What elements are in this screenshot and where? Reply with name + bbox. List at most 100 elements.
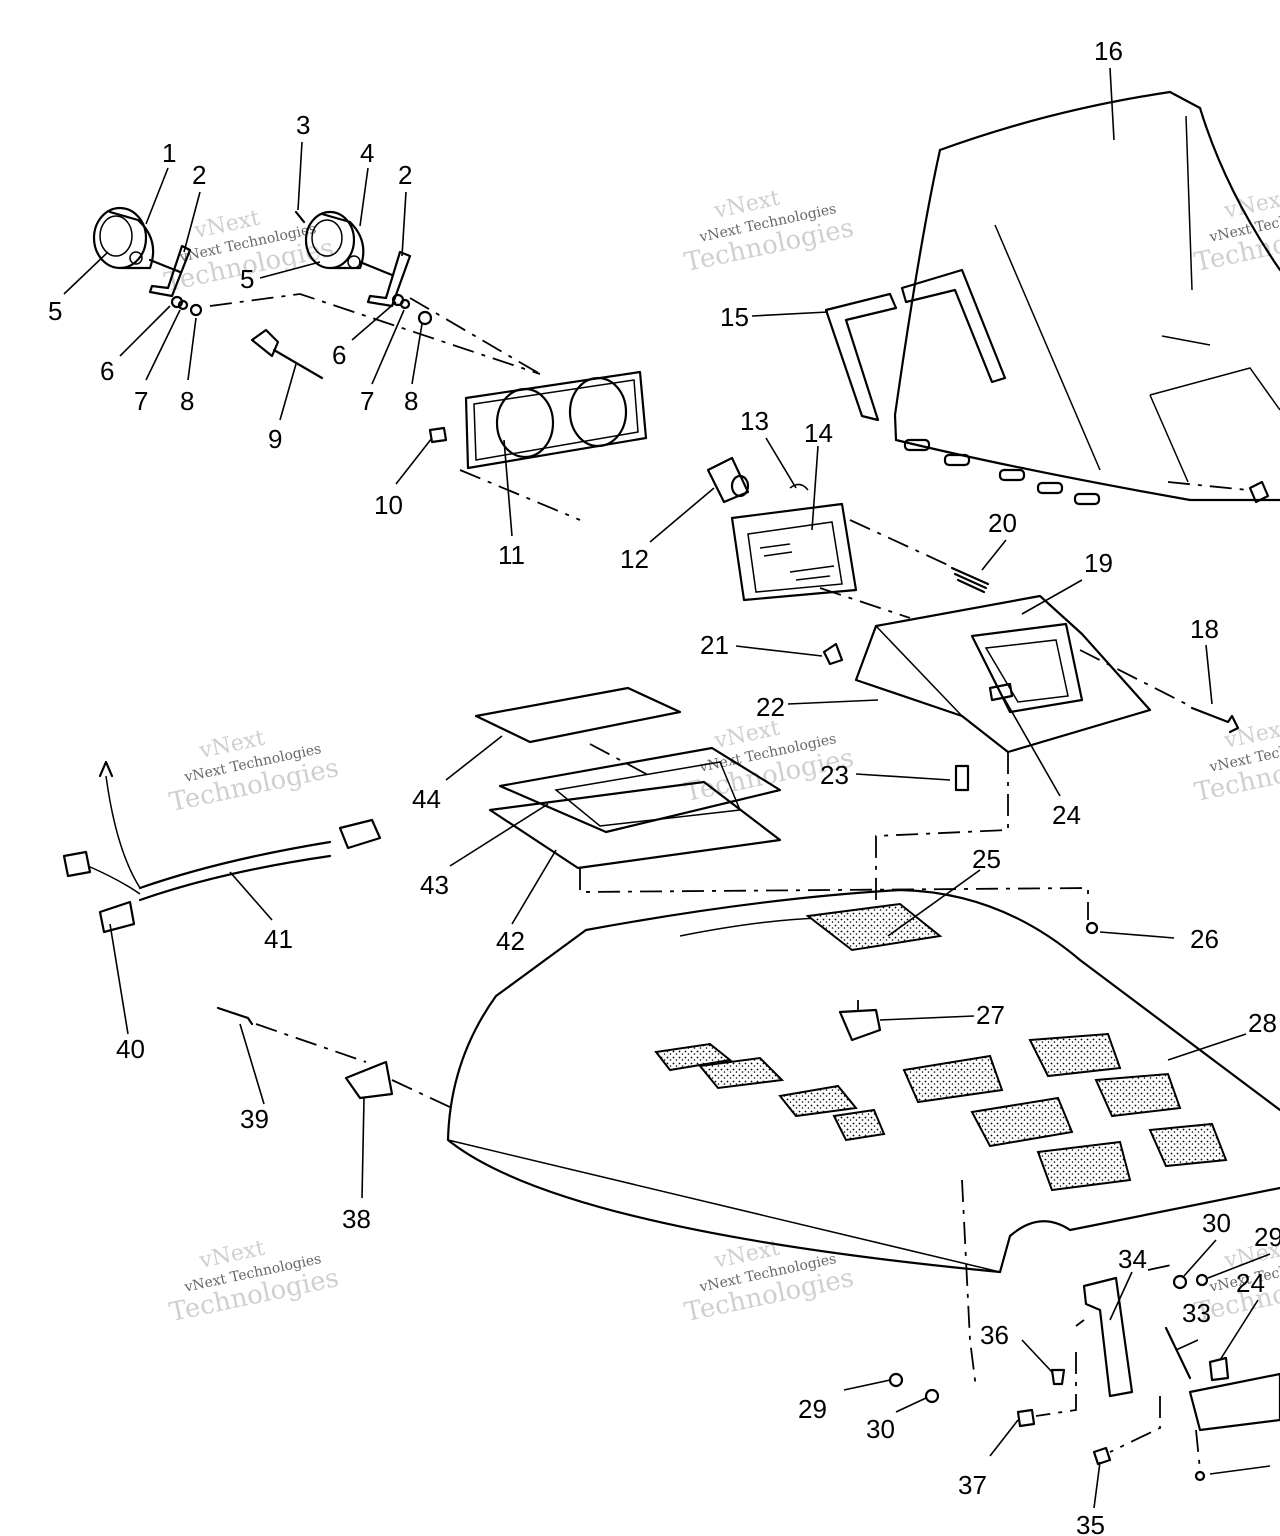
callout-9: 9 xyxy=(268,424,282,454)
callout-20: 20 xyxy=(988,508,1017,538)
callout-33: 33 xyxy=(1182,1298,1211,1328)
callout-28: 28 xyxy=(1248,1008,1277,1038)
clip-24-part xyxy=(988,682,1014,702)
callout-23: 23 xyxy=(820,760,849,790)
headlight-part xyxy=(730,502,858,602)
callout-44: 44 xyxy=(412,784,441,814)
wire-13-part xyxy=(789,483,809,491)
callout-36: 36 xyxy=(980,1320,1009,1350)
callout-11: 11 xyxy=(498,540,525,570)
callout-34: 34 xyxy=(1118,1244,1147,1274)
callout-2: 2 xyxy=(192,160,206,190)
callouts: 1 2 3 4 2 5 5 6 7 8 6 7 8 9 10 11 12 13 … xyxy=(48,36,1280,1536)
bolt-39-part xyxy=(216,1006,254,1026)
callout-21: 21 xyxy=(700,630,729,660)
wire-harness-part xyxy=(62,760,382,934)
callout-14: 14 xyxy=(804,418,833,448)
leader-lines xyxy=(63,67,1271,1509)
callout-8: 8 xyxy=(180,386,194,416)
callout-5: 5 xyxy=(240,264,254,294)
callout-37: 37 xyxy=(958,1470,987,1500)
callout-29: 29 xyxy=(798,1394,827,1424)
windshield-screw-part xyxy=(1248,480,1270,504)
screw-37-part xyxy=(1016,1408,1036,1428)
callout-2: 2 xyxy=(398,160,412,190)
callout-24: 24 xyxy=(1236,1268,1265,1298)
callout-13: 13 xyxy=(740,406,769,436)
callout-6: 6 xyxy=(332,340,346,370)
callout-38: 38 xyxy=(342,1204,371,1234)
bumper-part xyxy=(1188,1372,1280,1432)
callout-7: 7 xyxy=(134,386,148,416)
callout-5: 5 xyxy=(48,296,62,326)
callout-24: 24 xyxy=(1052,800,1081,830)
callout-12: 12 xyxy=(620,544,649,574)
plate-43-part xyxy=(498,746,782,834)
left-bracket-part xyxy=(148,244,192,298)
callout-43: 43 xyxy=(420,870,449,900)
gauge-panel-part xyxy=(464,370,648,470)
callout-41: 41 xyxy=(264,924,293,954)
bolt-18-part xyxy=(1190,706,1240,734)
screw-36-part xyxy=(1050,1368,1066,1386)
callout-26: 26 xyxy=(1190,924,1219,954)
callout-3: 3 xyxy=(296,110,310,140)
decal-right-part xyxy=(900,268,1007,384)
washer-7a-part xyxy=(177,299,189,311)
screw-35-part xyxy=(1092,1446,1112,1466)
bracket-38-part xyxy=(344,1060,394,1100)
callout-10: 10 xyxy=(374,490,403,520)
callout-18: 18 xyxy=(1190,614,1219,644)
hood-part xyxy=(446,888,1280,1274)
callout-29: 29 xyxy=(1254,1222,1280,1252)
callout-4: 4 xyxy=(360,138,374,168)
callout-6: 6 xyxy=(100,356,114,386)
callout-16: 16 xyxy=(1094,36,1123,66)
callout-30: 30 xyxy=(1202,1208,1231,1238)
washer-30b-part xyxy=(924,1388,940,1404)
left-gauge-part xyxy=(92,206,182,274)
clip-21-part xyxy=(822,642,844,666)
watermark-8: vNext vNext Technologies Technologies xyxy=(682,1236,857,1328)
watermark-2: vNext vNext Technologies Technologies xyxy=(682,186,857,278)
callout-35: 35 xyxy=(1076,1510,1105,1536)
watermark-4: vNext vNext Technologies Technologies xyxy=(167,726,342,818)
bolt-23-part xyxy=(954,764,970,792)
sensor-probe-part xyxy=(250,328,324,380)
callout-39: 39 xyxy=(240,1104,269,1134)
windshield-part xyxy=(893,90,1280,506)
bolt-33-part xyxy=(1164,1326,1192,1380)
callout-19: 19 xyxy=(1084,548,1113,578)
callout-40: 40 xyxy=(116,1034,145,1064)
gasket-44-part xyxy=(474,686,682,744)
washer-29a-part xyxy=(1195,1273,1209,1287)
bulb-part xyxy=(706,456,750,504)
headlight-housing-part xyxy=(854,594,1152,754)
callout-30: 30 xyxy=(866,1414,895,1444)
screw-10-part xyxy=(428,426,448,444)
clip-24b-part xyxy=(1208,1356,1230,1382)
screw-3-part xyxy=(294,210,306,224)
callout-7: 7 xyxy=(360,386,374,416)
plate-42-part xyxy=(488,780,782,870)
right-bracket-part xyxy=(366,250,412,308)
callout-15: 15 xyxy=(720,302,749,332)
screw-bottom-right-part xyxy=(1194,1470,1206,1482)
nut-8b-part xyxy=(417,310,433,326)
washer-7b-part xyxy=(399,298,411,310)
decal-left-part xyxy=(824,292,898,422)
callout-25: 25 xyxy=(972,844,1001,874)
bracket-34-part xyxy=(1082,1276,1134,1398)
nut-8a-part xyxy=(189,303,203,317)
callout-22: 22 xyxy=(756,692,785,722)
assembly-lines xyxy=(209,293,1249,1471)
watermark-7: vNext vNext Technologies Technologies xyxy=(167,1236,342,1328)
callout-1: 1 xyxy=(162,138,176,168)
washer-29b-part xyxy=(888,1372,904,1388)
washer-30a-part xyxy=(1172,1274,1188,1290)
callout-8: 8 xyxy=(404,386,418,416)
spring-part xyxy=(950,566,990,594)
callout-42: 42 xyxy=(496,926,525,956)
callout-27: 27 xyxy=(976,1000,1005,1030)
